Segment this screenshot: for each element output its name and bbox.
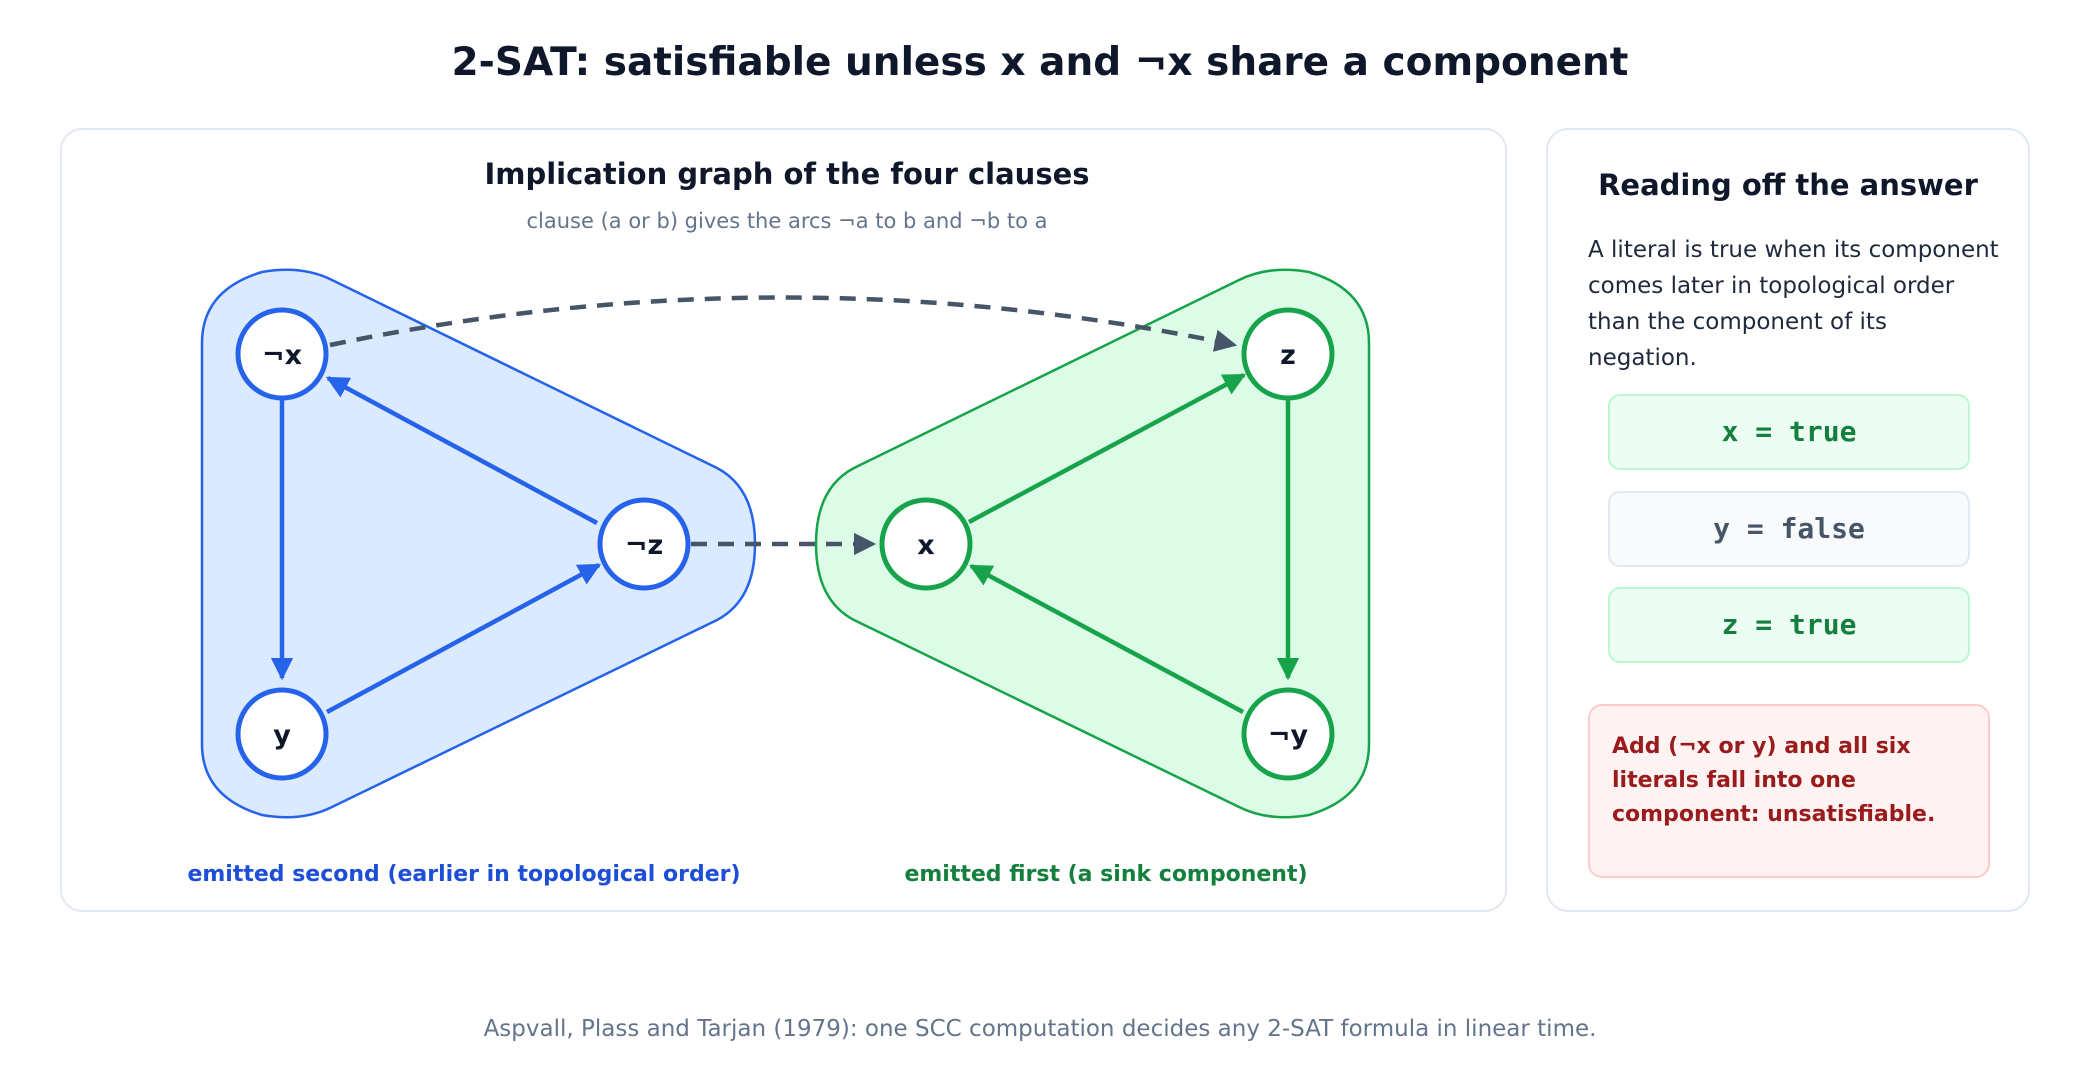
implication-graph: Implication graph of the four clauses cl… bbox=[187, 157, 1371, 887]
implication-graph-panel: Implication graph of the four clauses cl… bbox=[60, 128, 1507, 912]
footer-citation: Aspvall, Plass and Tarjan (1979): one SC… bbox=[483, 1016, 1597, 1042]
edge-x-to-z bbox=[967, 373, 1246, 524]
assignment-z: z = true bbox=[1608, 587, 1970, 663]
left-component-caption: emitted second (earlier in topological o… bbox=[187, 862, 740, 887]
node-x-label: x bbox=[917, 530, 934, 561]
node-not-y: ¬y bbox=[1241, 687, 1335, 781]
graph-title: Implication graph of the four clauses bbox=[484, 157, 1089, 191]
answer-explanation: A literal is true when its component com… bbox=[1588, 237, 1999, 371]
edge-notx-to-z bbox=[329, 295, 1238, 352]
node-x: x bbox=[879, 497, 973, 591]
edge-noty-to-x bbox=[969, 564, 1245, 714]
assignment-x: x = true bbox=[1608, 394, 1970, 470]
assignment-y: y = false bbox=[1608, 491, 1970, 567]
node-not-z: ¬z bbox=[597, 497, 691, 591]
node-not-z-label: ¬z bbox=[625, 530, 663, 561]
node-not-x: ¬x bbox=[235, 307, 329, 401]
answer-panel: Reading off the answer A literal is true… bbox=[1546, 128, 2030, 912]
right-component-caption: emitted first (a sink component) bbox=[904, 862, 1307, 887]
edge-notz-to-notx bbox=[326, 376, 599, 525]
page-title: 2-SAT: satisfiable unless x and ¬x share… bbox=[451, 40, 1629, 85]
answer-title: Reading off the answer bbox=[1598, 168, 1978, 202]
node-not-x-label: ¬x bbox=[262, 340, 302, 371]
unsatisfiable-warning: Add (¬x or y) and all six literals fall … bbox=[1588, 704, 1990, 878]
node-y-label: y bbox=[273, 720, 291, 751]
node-z: z bbox=[1241, 307, 1335, 401]
node-y: y bbox=[235, 687, 329, 781]
node-not-y-label: ¬y bbox=[1268, 720, 1309, 751]
node-z-label: z bbox=[1280, 340, 1296, 371]
edge-y-to-notz bbox=[325, 563, 601, 714]
graph-subtitle: clause (a or b) gives the arcs ¬a to b a… bbox=[527, 209, 1048, 233]
right-component-hull bbox=[814, 268, 1371, 819]
